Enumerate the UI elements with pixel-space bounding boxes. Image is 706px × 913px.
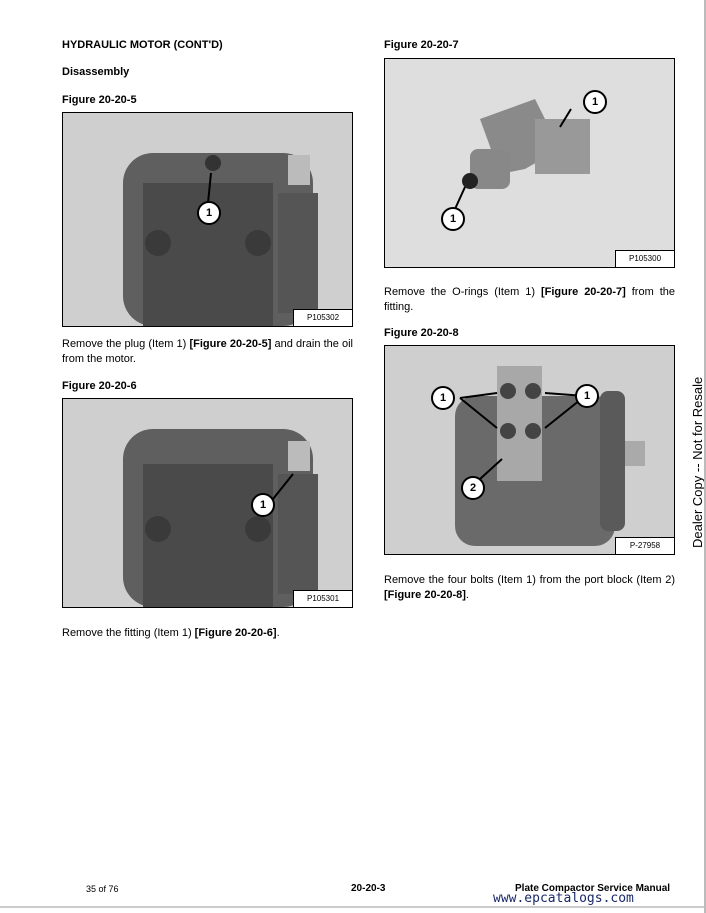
section-heading: HYDRAULIC MOTOR (CONT'D) [62, 39, 223, 51]
text: and drain the oil from the motor. [62, 338, 353, 365]
text: Remove the four bolts (Item 1) from the … [384, 574, 675, 586]
text: Remove the O-rings (Item 1) [384, 286, 541, 298]
text: . [276, 627, 280, 639]
figure-photo-motor-fitting: 1 P105301 [62, 398, 353, 608]
watermark-text: Dealer Copy -- Not for Resale [690, 376, 705, 548]
photo-id: P105301 [293, 590, 352, 607]
figure-title: Figure 20-20-5 [62, 94, 137, 106]
photo-id: P105302 [293, 309, 352, 326]
motor-illustration [123, 153, 318, 326]
page-count: 35 of 76 [86, 884, 119, 894]
photo-id: P-27958 [615, 537, 674, 554]
figure-title: Figure 20-20-8 [384, 327, 459, 339]
text: . [465, 589, 469, 601]
callout-1: 1 [583, 90, 607, 114]
site-watermark: www.epcatalogs.com [493, 891, 634, 906]
manual-title: Plate Compactor Service Manual [515, 883, 671, 894]
photo-id: P105300 [615, 250, 674, 267]
callout-1: 1 [575, 384, 599, 408]
subheading: Disassembly [62, 66, 130, 78]
callout-1: 1 [251, 493, 275, 517]
figure-photo-motor-plug: 1 P105302 [62, 112, 353, 327]
figure-photo-port-block: 1 1 2 P-27958 [384, 345, 675, 555]
instruction-text: Remove the four bolts (Item 1) from the … [384, 573, 675, 603]
fitting-illustration [454, 99, 590, 210]
callout-2: 2 [461, 476, 485, 500]
motor-illustration [123, 429, 318, 607]
divider [0, 906, 706, 908]
motor-illustration [455, 366, 645, 546]
figure-photo-fitting: 1 1 P105300 [384, 58, 675, 268]
instruction-text: Remove the fitting (Item 1) [Figure 20-2… [62, 626, 353, 641]
text: Remove the fitting (Item 1) [62, 627, 195, 639]
figure-ref: [Figure 20-20-6] [194, 627, 277, 639]
figure-ref: [Figure 20-20-5] [189, 338, 272, 350]
callout-1: 1 [441, 207, 465, 231]
figure-title: Figure 20-20-7 [384, 39, 459, 51]
callout-1: 1 [197, 201, 221, 225]
page-number: 20-20-3 [351, 883, 386, 894]
text: from the fitting. [384, 286, 675, 313]
figure-title: Figure 20-20-6 [62, 380, 137, 392]
figure-ref: [Figure 20-20-8] [384, 589, 466, 601]
text: Remove the plug (Item 1) [62, 338, 190, 350]
instruction-text: Remove the O-rings (Item 1) [Figure 20-2… [384, 285, 675, 315]
figure-ref: [Figure 20-20-7] [540, 286, 626, 298]
instruction-text: Remove the plug (Item 1) [Figure 20-20-5… [62, 337, 353, 367]
callout-1: 1 [431, 386, 455, 410]
page-edge [704, 0, 706, 913]
